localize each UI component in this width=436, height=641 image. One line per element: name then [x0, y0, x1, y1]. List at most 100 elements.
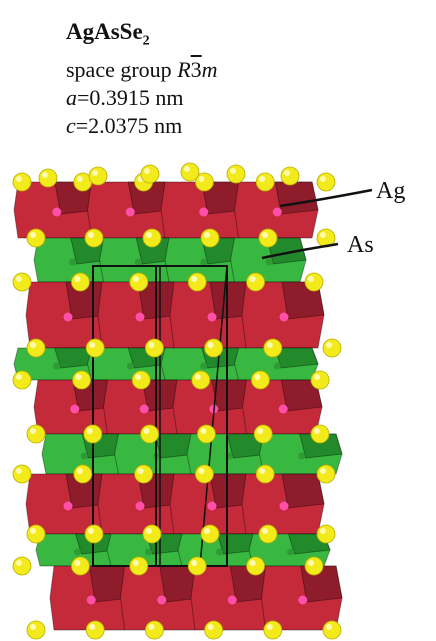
ag-atom [157, 595, 167, 605]
se-atom [280, 166, 300, 186]
ag-atom [52, 207, 62, 217]
se-atom [310, 424, 330, 444]
se-atom-highlight [200, 428, 207, 434]
space-group-line: space group R3m [66, 56, 218, 82]
se-atom-highlight [16, 176, 22, 182]
as-polyhedron-facet [274, 347, 319, 369]
se-atom [129, 272, 149, 292]
se-atom-highlight [326, 342, 332, 348]
se-atom [255, 172, 275, 192]
atoms [12, 162, 342, 640]
se-atom [200, 228, 220, 248]
ag-atom [279, 501, 289, 511]
ag-atom [199, 207, 209, 217]
se-atom [12, 172, 32, 192]
se-atom-highlight [74, 560, 81, 566]
se-atom [316, 464, 336, 484]
se-atom-highlight [249, 276, 256, 282]
se-atom [204, 620, 224, 640]
as-atom [69, 258, 77, 266]
se-atom-highlight [132, 560, 139, 566]
as-atom [134, 258, 142, 266]
se-atom [12, 370, 32, 390]
se-atom-highlight [30, 624, 36, 630]
ag-atom [139, 404, 149, 414]
se-atom-highlight [16, 374, 22, 380]
se-atom [26, 338, 46, 358]
se-atom [12, 272, 32, 292]
se-atom [310, 370, 330, 390]
se-atom [73, 464, 93, 484]
se-atom-highlight [75, 374, 82, 380]
as-atom [200, 362, 208, 370]
se-atom-highlight [254, 374, 261, 380]
se-atom [131, 370, 151, 390]
se-atom-highlight [148, 624, 155, 630]
as-label: As [347, 232, 374, 258]
se-atom [304, 272, 324, 292]
se-atom [316, 172, 336, 192]
se-atom [263, 620, 283, 640]
se-atom [187, 272, 207, 292]
structure-caption: AgAsSe2 space group R3m a=0.3915 nm c=2.… [66, 18, 218, 140]
se-atom [246, 272, 266, 292]
as-atom [287, 548, 294, 556]
ag-atom [70, 404, 80, 414]
ag-atom [135, 312, 145, 322]
ag-polyhedron-facet [300, 565, 343, 603]
se-atom-highlight [194, 374, 201, 380]
ag-polyhedron-facet [274, 181, 319, 215]
ag-atom [86, 595, 96, 605]
se-atom [83, 424, 103, 444]
se-atom-highlight [314, 428, 320, 434]
se-atom [140, 164, 160, 184]
se-atom [144, 620, 164, 640]
se-atom [142, 524, 162, 544]
se-atom-highlight [320, 468, 326, 474]
se-atom-highlight [191, 560, 198, 566]
se-atom [200, 524, 220, 544]
se-atom-highlight [262, 528, 268, 534]
unit-cell-outline [92, 265, 228, 567]
se-atom [304, 556, 324, 576]
ag-atom [227, 595, 237, 605]
se-atom-highlight [262, 232, 268, 238]
lattice-a-line: a=0.3915 nm [66, 84, 184, 110]
se-atom [72, 370, 91, 390]
se-atom-highlight [326, 624, 332, 630]
ag-polyhedron-facet [281, 473, 325, 509]
as-atom [145, 548, 152, 556]
se-atom-highlight [320, 176, 326, 182]
se-atom [144, 338, 164, 358]
se-atom-highlight [76, 468, 83, 474]
se-atom [26, 620, 46, 640]
se-atom-highlight [314, 374, 320, 380]
se-atom-highlight [30, 428, 36, 434]
se-atom [246, 556, 266, 576]
se-atom-highlight [230, 168, 236, 174]
se-atom-highlight [148, 342, 155, 348]
se-atom-highlight [74, 276, 81, 282]
ag-label: Ag [376, 178, 406, 204]
se-atom [180, 162, 200, 182]
ag-atom [207, 501, 217, 511]
as-atom [216, 548, 223, 556]
se-atom [258, 228, 278, 248]
chemical-formula: AgAsSe2 [66, 19, 150, 49]
se-atom-highlight [198, 468, 205, 474]
se-atom-highlight [184, 166, 190, 172]
se-atom-highlight [308, 560, 314, 566]
se-atom-highlight [320, 528, 326, 534]
ag-atom [63, 312, 73, 322]
se-atom [88, 166, 108, 186]
se-atom-highlight [92, 170, 98, 176]
label-pointers [261, 188, 373, 260]
se-atom [129, 556, 149, 576]
se-atom-highlight [89, 342, 96, 348]
polyhedral-layers [13, 181, 343, 631]
se-atom-highlight [198, 176, 205, 182]
se-atom-highlight [191, 276, 198, 282]
as-atom [265, 258, 273, 266]
se-atom-highlight [16, 276, 22, 282]
se-atom [250, 370, 270, 390]
